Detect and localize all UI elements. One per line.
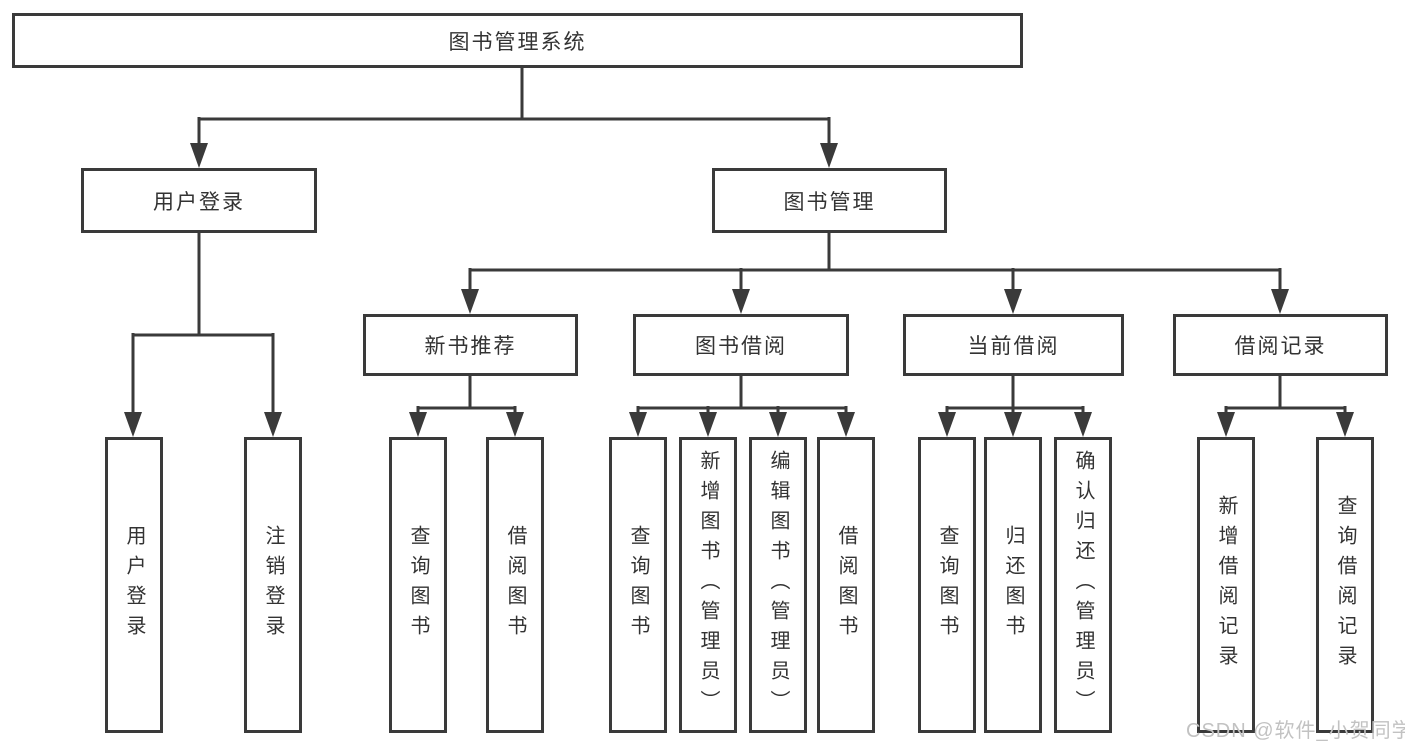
leaf-label: 借阅图书 [835,525,857,645]
node-user-login: 用户登录 [81,168,317,233]
node-label: 新书推荐 [424,335,517,358]
node-label: 用户登录 [153,190,245,214]
leaf-user-login: 用户登录 [105,437,163,733]
leaf-confirm-return-admin: 确认归还（管理员） [1054,437,1112,733]
leaf-query-books-recommend: 查询图书 [389,437,447,733]
leaf-label: 新增借阅记录 [1215,495,1237,675]
leaf-label: 归还图书 [1002,525,1024,645]
node-label: 图书管理 [783,190,876,214]
leaf-query-books-borrowing: 查询图书 [609,437,667,733]
leaf-add-book-admin: 新增图书（管理员） [679,437,737,733]
leaf-label: 查询图书 [627,525,649,645]
node-label: 当前借阅 [967,335,1060,358]
node-label: 图书借阅 [695,335,787,358]
leaf-label: 确认归还（管理员） [1072,450,1094,720]
leaf-query-books-current: 查询图书 [918,437,976,733]
leaf-label: 查询图书 [936,525,958,645]
leaf-label: 用户登录 [123,525,145,645]
node-new-book-recommendation: 新书推荐 [363,314,578,376]
node-book-management: 图书管理 [712,168,947,233]
leaf-label: 新增图书（管理员） [697,450,719,720]
leaf-borrow-books: 借阅图书 [817,437,875,733]
csdn-watermark: CSDN @软件_小贺同学 [1186,720,1405,742]
leaf-borrow-books-recommend: 借阅图书 [486,437,544,733]
leaf-add-borrow-record: 新增借阅记录 [1197,437,1255,733]
node-borrowing-records: 借阅记录 [1173,314,1388,376]
node-current-borrowing: 当前借阅 [903,314,1124,376]
leaf-return-books: 归还图书 [984,437,1042,733]
node-book-borrowing: 图书借阅 [633,314,849,376]
leaf-label: 注销登录 [262,525,284,645]
node-library-management-system: 图书管理系统 [12,13,1023,68]
leaf-edit-book-admin: 编辑图书（管理员） [749,437,807,733]
leaf-label: 借阅图书 [504,525,526,645]
leaf-logout-login: 注销登录 [244,437,302,733]
leaf-query-borrow-record: 查询借阅记录 [1316,437,1374,733]
node-label: 图书管理系统 [448,30,587,54]
node-label: 借阅记录 [1234,335,1327,358]
leaf-label: 编辑图书（管理员） [767,450,789,720]
leaf-label: 查询借阅记录 [1334,495,1356,675]
leaf-label: 查询图书 [407,525,429,645]
